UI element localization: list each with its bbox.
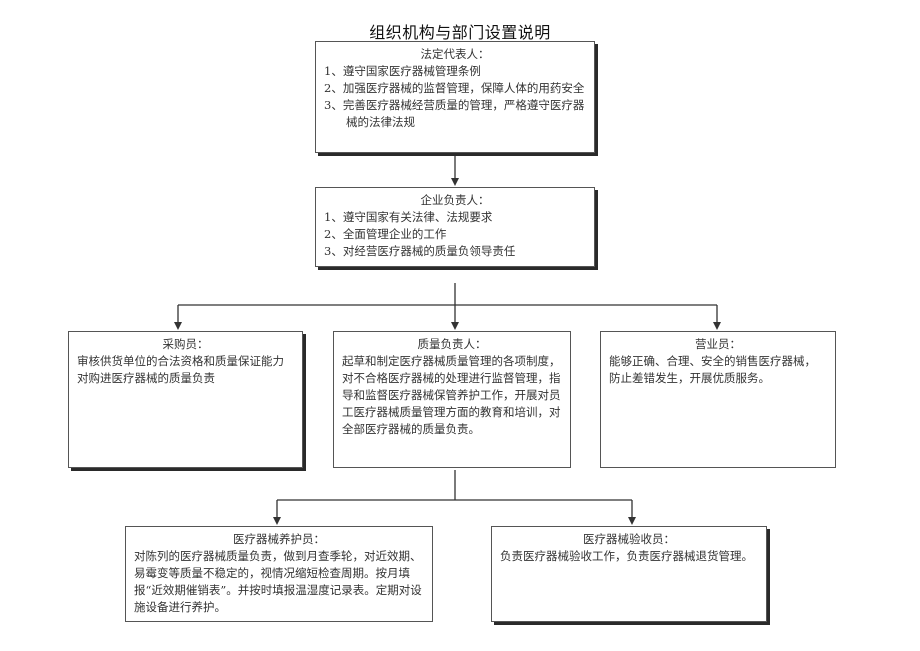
quality-head-duty: 起草和制定医疗器械质量管理的各项制度，对不合格医疗器械的处理进行监督管理，指导和… xyxy=(342,354,561,436)
company-head-title: 企业负责人： xyxy=(420,193,490,207)
company-head-box: 企业负责人： 1、遵守国家有关法律、法规要求 2、全面管理企业的工作 3、对经营… xyxy=(315,187,595,267)
quality-head-box: 质量负责人： 起草和制定医疗器械质量管理的各项制度，对不合格医疗器械的处理进行监… xyxy=(333,331,571,468)
page-title: 组织机构与部门设置说明 xyxy=(369,23,551,42)
quality-head-title: 质量负责人： xyxy=(417,337,487,351)
inspector-box: 医疗器械验收员： 负责医疗器械验收工作，负责医疗器械退货管理。 xyxy=(491,526,767,622)
legal-representative-duty: 3、完善医疗器械经营质量的管理，严格遵守医疗器械的法律法规 xyxy=(324,98,585,129)
legal-representative-duty: 1、遵守国家医疗器械管理条例 xyxy=(324,64,481,78)
maintainer-title: 医疗器械养护员： xyxy=(233,532,325,546)
legal-representative-title: 法定代表人： xyxy=(420,47,490,61)
legal-representative-duty: 2、加强医疗器械的监督管理，保障人体的用药安全 xyxy=(324,81,585,95)
purchaser-title: 采购员： xyxy=(162,337,209,351)
company-head-duty: 3、对经营医疗器械的质量负领导责任 xyxy=(324,244,516,258)
company-head-duty: 2、全面管理企业的工作 xyxy=(324,227,447,241)
maintainer-duty: 对陈列的医疗器械质量负责，做到月查季轮，对近效期、易霉变等质量不稳定的，视情况缩… xyxy=(134,549,422,614)
company-head-duty: 1、遵守国家有关法律、法规要求 xyxy=(324,210,493,224)
maintainer-box: 医疗器械养护员： 对陈列的医疗器械质量负责，做到月查季轮，对近效期、易霉变等质量… xyxy=(125,526,433,622)
legal-representative-box: 法定代表人： 1、遵守国家医疗器械管理条例 2、加强医疗器械的监督管理，保障人体… xyxy=(315,41,595,153)
purchaser-box: 采购员： 审核供货单位的合法资格和质量保证能力对购进医疗器械的质量负责 xyxy=(68,331,303,468)
inspector-title: 医疗器械验收员： xyxy=(583,532,675,546)
sales-duty: 能够正确、合理、安全的销售医疗器械，防止差错发生，开展优质服务。 xyxy=(609,354,816,385)
purchaser-duty: 审核供货单位的合法资格和质量保证能力对购进医疗器械的质量负责 xyxy=(77,354,284,385)
sales-box: 营业员： 能够正确、合理、安全的销售医疗器械，防止差错发生，开展优质服务。 xyxy=(600,331,836,468)
sales-title: 营业员： xyxy=(695,337,741,351)
inspector-duty: 负责医疗器械验收工作，负责医疗器械退货管理。 xyxy=(500,549,753,563)
